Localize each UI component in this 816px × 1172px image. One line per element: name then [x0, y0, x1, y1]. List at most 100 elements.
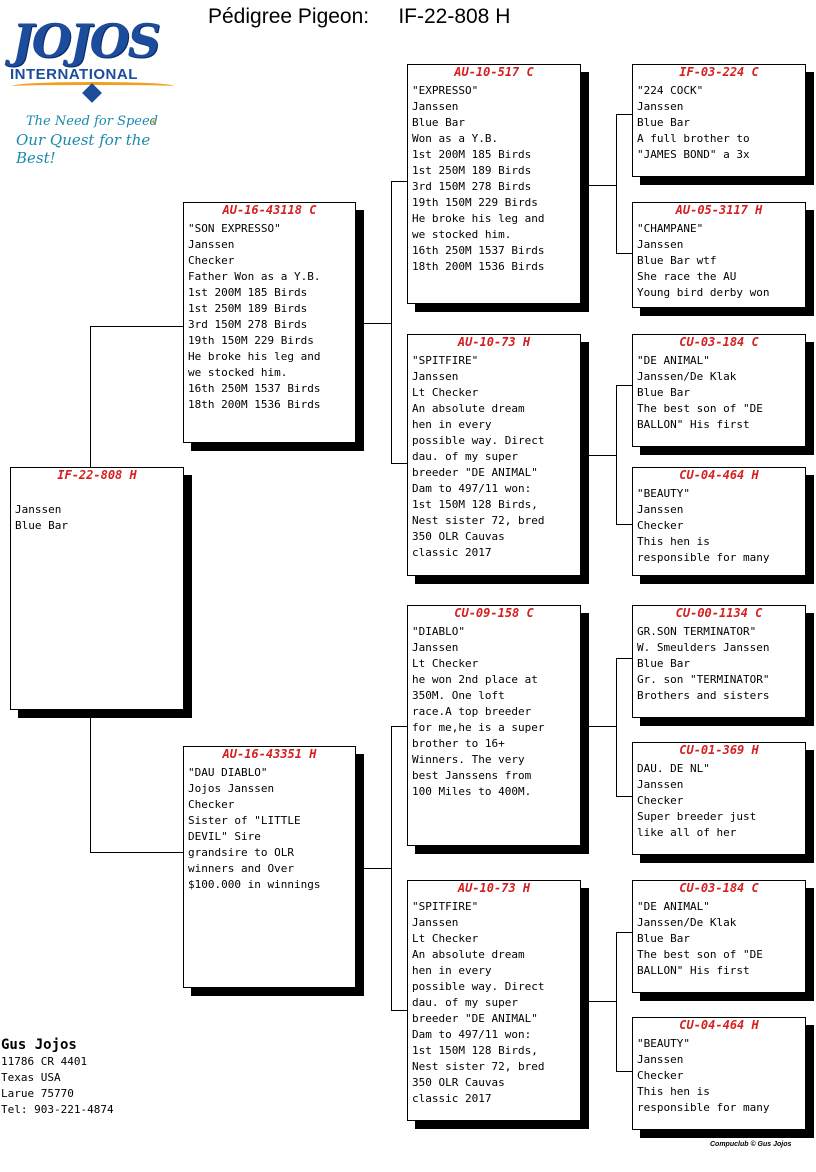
detail-line: "EXPRESSO" — [412, 84, 479, 97]
connector-line — [581, 185, 617, 186]
connector-line — [616, 385, 617, 524]
detail-line: A full brother to — [637, 132, 750, 145]
connector-line — [616, 253, 632, 254]
detail-line: $100.000 in winnings — [188, 878, 321, 891]
detail-line: responsible for many — [637, 551, 770, 564]
logo-international: INTERNATIONAL — [10, 66, 138, 83]
detail-line: "DAU DIABLO" — [188, 766, 268, 779]
detail-line: Janssen — [412, 641, 459, 654]
detail-line: Checker — [637, 519, 684, 532]
detail-line: DAU. DE NL" — [637, 762, 710, 775]
breeder-info: Gus Jojos 11786 CR 4401 Texas USA Larue … — [1, 1036, 114, 1118]
detail-line: "SON EXPRESSO" — [188, 222, 281, 235]
connector-line — [581, 726, 617, 727]
ring-number: CU-00-1134 C — [675, 606, 763, 620]
detail-line: 19th 150M 229 Birds — [188, 334, 314, 347]
detail-line: Blue Bar — [637, 657, 690, 670]
ring-number: CU-04-464 H — [679, 1018, 759, 1032]
connector-line — [616, 385, 632, 386]
ring-number: AU-05-3117 H — [675, 203, 763, 217]
detail-line: 16th 250M 1537 Birds — [412, 244, 545, 257]
detail-line: Blue Bar — [15, 519, 68, 532]
detail-line: 18th 200M 1536 Birds — [412, 260, 545, 273]
detail-line: "DE ANIMAL" — [637, 900, 710, 913]
detail-line: Checker — [637, 794, 684, 807]
connector-line — [391, 181, 392, 463]
detail-line: "SPITFIRE" — [412, 900, 479, 913]
connector-line — [616, 932, 617, 1071]
detail-line: classic 2017 — [412, 546, 492, 559]
detail-line: possible way. Direct — [412, 434, 545, 447]
detail-line: Nest sister 72, bred — [412, 1060, 545, 1073]
detail-line: hen in every — [412, 964, 492, 977]
detail-line: Dam to 497/11 won: — [412, 1028, 532, 1041]
breeder-address-line: 11786 CR 4401 — [1, 1055, 88, 1068]
connector-line — [90, 852, 183, 853]
jojos-logo: JOJOS INTERNATIONAL The Need for Speed ✦… — [8, 10, 178, 167]
detail-line — [15, 486, 179, 502]
detail-line: winners and Over — [188, 862, 294, 875]
detail-line: Janssen — [412, 916, 459, 929]
detail-line: for me,he is a super — [412, 721, 545, 734]
detail-line: "224 COCK" — [637, 84, 704, 97]
detail-line: Blue Bar — [412, 116, 465, 129]
detail-line: 3rd 150M 278 Birds — [412, 180, 532, 193]
detail-line: Sister of "LITTLE — [188, 814, 301, 827]
connector-line — [616, 114, 617, 253]
ring-number: IF-22-808 H — [57, 468, 137, 482]
detail-line: He broke his leg and — [412, 212, 545, 225]
detail-line: we stocked him. — [412, 228, 512, 241]
detail-line: "CHAMPANE" — [637, 222, 704, 235]
breeder-address-line: Texas USA — [1, 1071, 61, 1084]
connector-line — [391, 463, 407, 464]
detail-line: Dam to 497/11 won: — [412, 482, 532, 495]
detail-line: Young bird derby won — [637, 286, 770, 299]
connector-line — [391, 181, 407, 182]
detail-line: "BEAUTY" — [637, 487, 690, 500]
detail-line: Gr. son "TERMINATOR" — [637, 673, 770, 686]
detail-line: W. Smeulders Janssen — [637, 641, 770, 654]
logo-wordmark: JOJOS — [12, 14, 161, 68]
detail-line: Janssen — [637, 1053, 684, 1066]
detail-line: Father Won as a Y.B. — [188, 270, 321, 283]
detail-line: Janssen — [15, 503, 62, 516]
ring-number: AU-16-43351 H — [222, 747, 317, 761]
ring-number: AU-10-517 C — [454, 65, 534, 79]
title-label: Pédigree Pigeon: — [208, 5, 370, 28]
detail-line: 350 OLR Cauvas — [412, 530, 505, 543]
detail-line: 19th 150M 229 Birds — [412, 196, 538, 209]
detail-line: Janssen — [412, 370, 459, 383]
detail-line: "SPITFIRE" — [412, 354, 479, 367]
detail-line: he won 2nd place at — [412, 673, 538, 686]
connector-line — [581, 455, 617, 456]
detail-line: dau. of my super — [412, 450, 518, 463]
ring-number: CU-03-184 C — [679, 881, 759, 895]
detail-line: GR.SON TERMINATOR" — [637, 625, 757, 638]
connector-line — [616, 658, 632, 659]
ring-number: AU-16-43118 C — [222, 203, 317, 217]
detail-line: An absolute dream — [412, 402, 525, 415]
detail-line: 1st 200M 185 Birds — [412, 148, 532, 161]
detail-line: Janssen — [637, 778, 684, 791]
detail-line: Janssen/De Klak — [637, 916, 737, 929]
bird-icon: ✦ — [150, 114, 158, 128]
detail-line: hen in every — [412, 418, 492, 431]
breeder-name: Gus Jojos — [1, 1037, 77, 1053]
detail-line: The best son of "DE — [637, 948, 763, 961]
breeder-address-line: Larue 75770 — [1, 1087, 74, 1100]
detail-line: 1st 250M 189 Birds — [412, 164, 532, 177]
